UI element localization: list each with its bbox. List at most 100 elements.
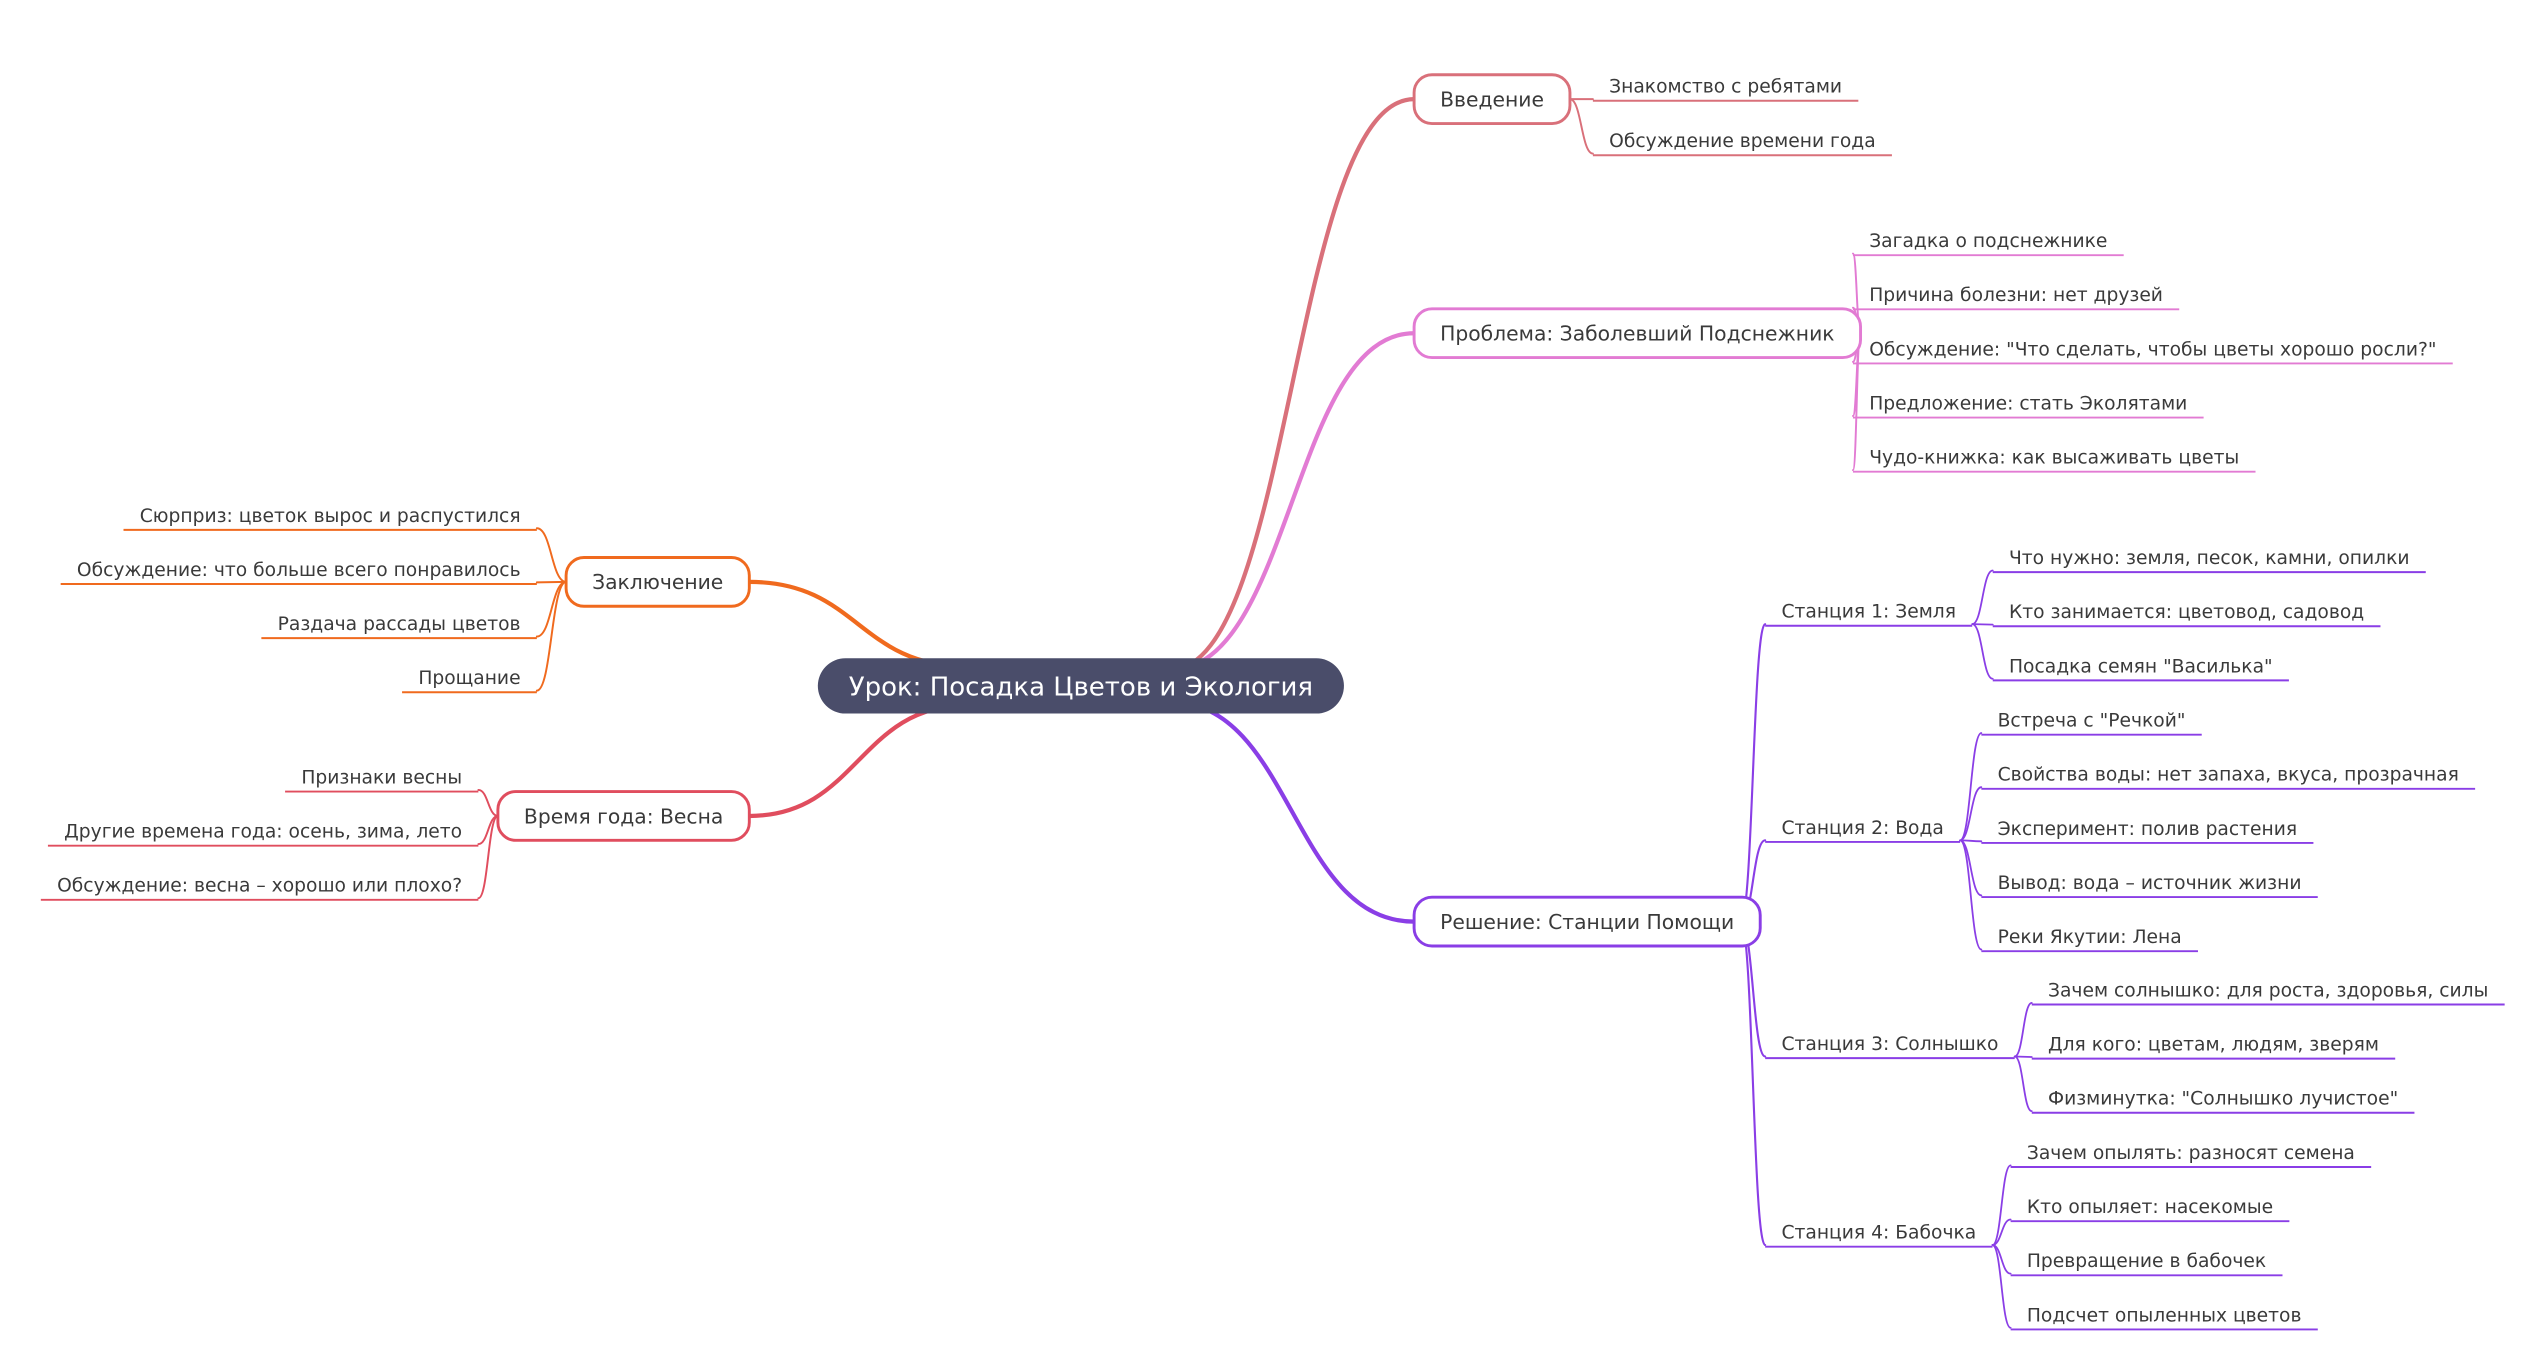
branch-node-label: Проблема: Заболевший Подснежник [1440,322,1834,346]
leaf-node[interactable]: Превращение в бабочек [2010,1251,2283,1277]
leaf-node[interactable]: Сюрприз: цветок вырос и распустился [123,506,537,531]
leaf-node[interactable]: Обсуждение: весна – хорошо или плохо? [40,876,479,901]
leaf-node[interactable]: Другие времена года: осень, зима, лето [47,822,479,847]
leaf-node[interactable]: Загадка о подснежнике [1852,231,2124,257]
leaf-node-label: Реки Якутии: Лена [1998,927,2182,948]
branch-node-box [564,556,751,608]
leaf-node-label: Знакомство с ребятами [1609,77,1842,98]
leaf-node[interactable]: Подсчет опыленных цветов [2010,1305,2318,1331]
leaf-node-label: Кто занимается: цветовод, садовод [2009,602,2364,623]
leaf-node-label: Обсуждение времени года [1609,131,1876,152]
leaf-node[interactable]: Встреча с "Речкой" [1981,711,2202,736]
leaf-node-label: Признаки весны [301,767,462,788]
connector-line [1168,97,1417,672]
leaf-node[interactable]: Признаки весны [285,767,479,793]
leaf-node[interactable]: Зачем солнышко: для роста, здоровья, сил… [2031,980,2505,1006]
branch-node-label: Решение: Станции Помощи [1440,910,1734,934]
leaf-node-label: Встреча с "Речкой" [1998,711,2186,732]
leaf-node-label: Посадка семян "Василька" [2009,656,2273,677]
leaf-node[interactable]: Кто опыляет: насекомые [2010,1197,2290,1223]
leaf-node-label: Станция 1: Земля [1781,602,1956,623]
connector-line [1568,98,1594,155]
connector-line [477,788,499,817]
leaf-node[interactable]: Кто занимается: цветовод, садовод [1992,602,2381,628]
leaf-node[interactable]: Что нужно: земля, песок, камни, опилки [1992,548,2426,574]
leaf-node[interactable]: Обсуждение: что больше всего понравилось [60,560,537,585]
connector-line [1739,920,1767,1247]
connector-line [747,579,970,669]
leaf-node-label: Превращение в бабочек [2027,1251,2266,1272]
branch-node-box [1412,895,1762,948]
leaf-node[interactable]: Прощание [402,668,537,694]
leaf-node[interactable]: Физминутка: "Солнышко лучистое" [2031,1089,2415,1114]
connector-line [2013,1001,2033,1058]
connector-line [535,580,568,638]
leaf-node[interactable]: Знакомство с ребятами [1592,77,1859,102]
connector-line [1959,786,1983,842]
branch-node[interactable]: Введение [1412,73,1572,125]
station-node[interactable]: Станция 1: Земля [1765,602,1973,627]
connector-line [1971,623,1994,680]
root-node-label: Урок: Посадка Цветов и Экология [849,673,1313,703]
leaf-node[interactable]: Посадка семян "Василька" [1992,656,2289,682]
connector-line [477,814,499,900]
connector-line [535,527,568,583]
leaf-node[interactable]: Раздача рассады цветов [261,614,537,640]
branch-node[interactable]: Заключение [564,556,751,608]
connector-line [1991,1244,2012,1329]
leaf-node[interactable]: Обсуждение времени года [1592,131,1892,157]
leaf-node[interactable]: Свойства воды: нет запаха, вкуса, прозра… [1981,765,2476,790]
leaf-node[interactable]: Чудо-книжка: как высаживать цветы [1852,448,2256,473]
leaf-node-label: Физминутка: "Солнышко лучистое" [2048,1089,2398,1110]
connector-line [1168,700,1417,924]
leaf-node-label: Сюрприз: цветок вырос и распустился [140,506,521,527]
branch-node-box [496,790,751,842]
branch-node[interactable]: Время года: Весна [496,790,751,842]
leaf-node-label: Эксперимент: полив растения [1998,819,2298,840]
leaf-node[interactable]: Для кого: цветам, людям, зверям [2031,1034,2396,1060]
leaf-node-label: Загадка о подснежнике [1869,231,2107,252]
leaf-node[interactable]: Реки Якутии: Лена [1981,927,2198,953]
leaf-node-label: Другие времена года: осень, зима, лето [64,822,462,843]
leaf-node-label: Зачем солнышко: для роста, здоровья, сил… [2048,980,2488,1001]
leaf-node-label: Вывод: вода – источник жизни [1998,873,2302,894]
leaf-node-label: Станция 3: Солнышко [1781,1034,1998,1055]
leaf-node-label: Станция 2: Вода [1781,818,1943,839]
leaf-node-label: Подсчет опыленных цветов [2027,1305,2302,1326]
station-node[interactable]: Станция 4: Бабочка [1765,1223,1993,1248]
branch-node[interactable]: Решение: Станции Помощи [1412,895,1762,948]
branch-node[interactable]: Проблема: Заболевший Подснежник [1412,307,1863,360]
connector-line [1971,569,1994,626]
leaf-node-label: Для кого: цветам, людям, зверям [2048,1034,2379,1055]
leaf-node[interactable]: Зачем опылять: разносят семена [2010,1143,2372,1169]
leaf-node-label: Обсуждение: "Что сделать, чтобы цветы хо… [1869,339,2436,360]
leaf-node[interactable]: Эксперимент: полив растения [1981,819,2314,844]
connector-line [1959,839,1983,951]
root-node-box [817,658,1344,714]
branch-node-label: Введение [1440,87,1544,111]
leaf-node-label: Зачем опылять: разносят семена [2027,1143,2355,1164]
leaf-node-label: Свойства воды: нет запаха, вкуса, прозра… [1998,765,2459,786]
leaf-node[interactable]: Предложение: стать Эколятами [1852,393,2204,419]
leaf-node-label: Станция 4: Бабочка [1781,1223,1976,1244]
leaf-node[interactable]: Вывод: вода – источник жизни [1981,873,2318,899]
connector-line [535,580,568,692]
leaf-node-label: Что нужно: земля, песок, камни, опилки [2009,548,2410,569]
branch-node-label: Заключение [592,570,723,594]
leaf-node-label: Прощание [418,668,520,689]
leaf-node-label: Кто опыляет: насекомые [2027,1197,2273,1218]
leaf-node-label: Чудо-книжка: как высаживать цветы [1869,448,2239,469]
connector-line [747,703,970,819]
leaf-node-label: Предложение: стать Эколятами [1869,393,2187,414]
leaf-node[interactable]: Причина болезни: нет друзей [1852,285,2180,311]
station-node[interactable]: Станция 2: Вода [1765,818,1961,843]
leaf-node-label: Раздача рассады цветов [278,614,521,635]
branch-node-label: Время года: Весна [524,804,723,828]
connector-line [1991,1164,2012,1246]
root-node[interactable]: Урок: Посадка Цветов и Экология [817,658,1344,714]
connector-line [1959,732,1983,842]
leaf-node[interactable]: Обсуждение: "Что сделать, чтобы цветы хо… [1852,339,2453,365]
station-node[interactable]: Станция 3: Солнышко [1765,1034,2015,1060]
